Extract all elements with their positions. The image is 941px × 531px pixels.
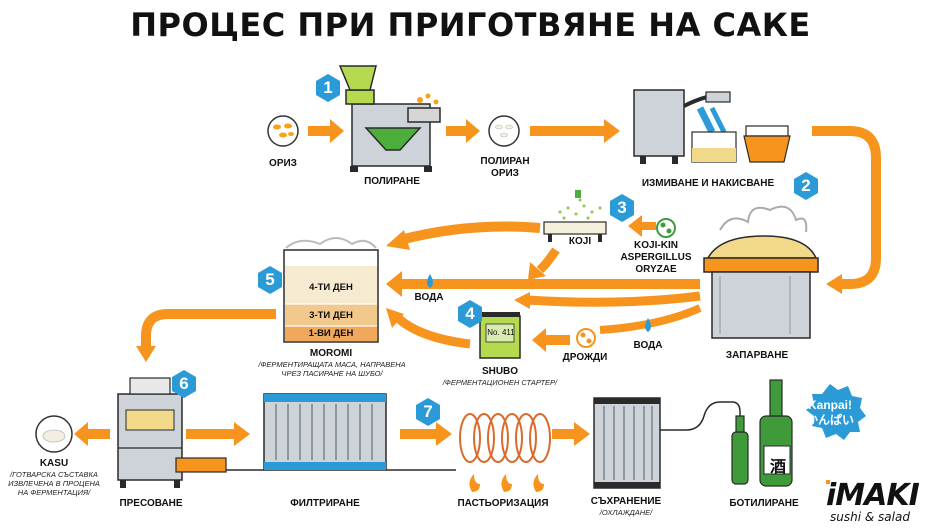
label-storage-sub: /ОХЛАЖДАНЕ/ (599, 508, 653, 517)
water-drop-icon-bottom (645, 318, 651, 332)
flow-arrows (74, 119, 700, 446)
label-storage: СЪХРАНЕНИЕ (590, 496, 662, 507)
press-machine-icon (117, 377, 227, 488)
arrow-rice-to-polishing (308, 119, 344, 143)
sake-bottle-icon (731, 379, 793, 487)
kasu-bowl-icon (35, 415, 73, 453)
arrow-pasteurization-to-storage (552, 422, 590, 446)
label-polished-rice: ПОЛИРАН ОРИЗ (480, 156, 530, 179)
kanpai-text: Kanpai! かんぱい (805, 398, 854, 427)
water-drop-icon (427, 274, 433, 288)
label-kasu-sub: /ГОТВАРСКА СЪСТАВКА ИЗВЛЕЧЕНА В ПРОЦЕНА … (8, 470, 100, 497)
label-steaming: ЗАПАРВАНЕ (725, 350, 789, 361)
pasteurization-coil-icon (459, 413, 551, 463)
moromi-day-1: 1-ВИ ДЕН (308, 328, 354, 339)
bottle-kanji: 酒 (769, 459, 786, 476)
arrow-yeast-to-shubo (532, 328, 570, 352)
label-shubo: SHUBO (481, 366, 519, 377)
step-number: 1 (323, 78, 333, 97)
flow-curves (136, 126, 881, 362)
arrow-steaming-to-shubo-top (527, 291, 701, 307)
kanpai-badge-icon (806, 384, 866, 440)
step-badge-2: 2 (792, 172, 820, 200)
step-badge-7: 7 (414, 398, 442, 426)
label-koji: КОЈI (568, 236, 592, 247)
label-moromi-sub: /ФЕРМЕНТИРАЩАТА МАСА, НАПРАВЕНА ЧРЕЗ ПАС… (258, 360, 406, 378)
polishing-machine-icon (338, 65, 441, 172)
arrow-steaming-to-moromi (386, 271, 700, 297)
yeast-icon (576, 328, 596, 348)
moromi-day-4: 4-ТИ ДЕН (309, 282, 353, 293)
label-kasu: KASU (39, 458, 69, 469)
arrow-filtering-to-pasteurization (400, 422, 452, 446)
koji-kin-icon (656, 218, 676, 238)
step-badge-1: 1 (314, 74, 342, 102)
arrow-moromi-to-pressing (141, 309, 276, 348)
label-washing: ИЗМИВАНЕ И НАКИСВАНЕ (641, 178, 775, 189)
flame-icon (469, 474, 544, 492)
shubo-can-number: No. 411 (487, 328, 515, 337)
polished-rice-icon (488, 115, 520, 147)
storage-tank-icon (593, 397, 741, 489)
step-badge-5: 5 (256, 266, 284, 294)
label-filtering: ФИЛТРИРАНЕ (290, 498, 360, 509)
arrow-kojikin-to-koji (628, 215, 656, 237)
label-shubo-sub: /ФЕРМЕНТАЦИОНЕН СТАРТЕР/ (442, 378, 558, 387)
brand-name: iMAKI (826, 478, 920, 513)
step-badge-4: 4 (456, 300, 484, 328)
label-rice: ОРИЗ (269, 158, 297, 169)
brand-tagline: sushi & salad (830, 510, 910, 524)
step-badge-3: 3 (608, 194, 636, 222)
step-number: 5 (265, 270, 275, 289)
label-polishing: ПОЛИРАНЕ (364, 176, 420, 187)
arrow-koji-to-shubo (536, 247, 560, 274)
step-number: 6 (179, 374, 189, 393)
filter-unit-icon (226, 393, 456, 471)
moromi-tank-icon (283, 237, 379, 343)
arrow-koji-to-moromi (398, 221, 541, 245)
arrow-polishing-to-polished (446, 119, 480, 143)
arrow-washing-to-steaming (812, 126, 881, 289)
arrow-shubo-to-moromi (394, 314, 471, 349)
washing-machine-icon (633, 89, 791, 164)
label-pasteurization: ПАСТЬОРИЗАЦИЯ (457, 498, 549, 509)
label-yeast: ДРОЖДИ (562, 352, 608, 363)
steaming-vessel-icon (703, 205, 819, 339)
arrow-steaming-to-yeast (599, 304, 702, 334)
label-moromi: MOROMI (309, 348, 353, 359)
rice-bowl-icon (267, 115, 299, 147)
arrow-pressing-to-kasu (74, 422, 110, 446)
label-water-bottom: ВОДА (633, 340, 663, 351)
arrow-pressing-to-filtering (186, 422, 250, 446)
moromi-day-3: 3-ТИ ДЕН (309, 310, 353, 321)
page-title: ПРОЦЕС ПРИ ПРИГОТВЯНЕ НА САКЕ (130, 6, 811, 44)
label-koji-kin: KOJI-KIN ASPERGILLUS ORYZAE (620, 240, 692, 275)
step-number: 2 (801, 176, 811, 195)
step-badge-6: 6 (170, 370, 198, 398)
label-water-top: ВОДА (414, 292, 444, 303)
step-number: 7 (423, 402, 433, 421)
label-pressing: ПРЕСОВАНЕ (119, 498, 183, 509)
step-number: 4 (465, 304, 475, 323)
brand-logo-icon (826, 480, 830, 484)
shubo-can-icon (479, 312, 521, 359)
step-number: 3 (617, 198, 627, 217)
label-bottling: БОТИЛИРАНЕ (729, 498, 799, 509)
koji-tray-icon (543, 190, 607, 242)
arrow-polished-to-washing (530, 119, 620, 143)
